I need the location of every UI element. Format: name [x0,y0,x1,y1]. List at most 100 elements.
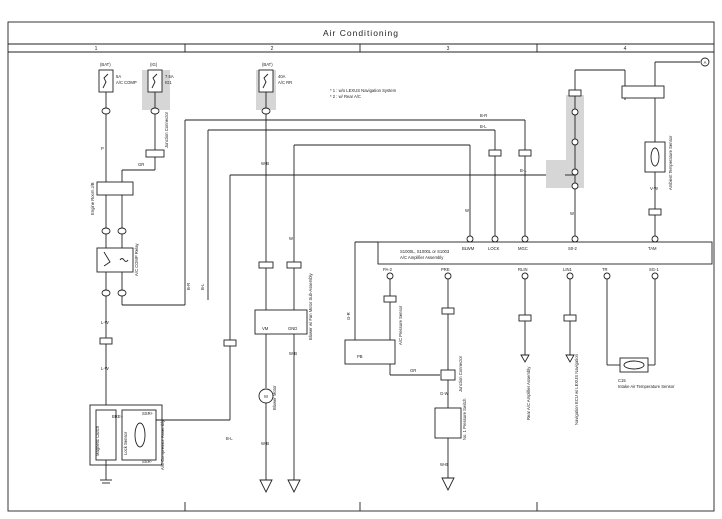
svg-text:SSR-: SSR- [142,459,153,464]
svg-text:A/C COMP: A/C COMP [116,80,137,85]
section-3-label: 3 [447,46,450,52]
svg-text:PA-2: PA-2 [383,267,393,272]
svg-text:V-W: V-W [650,186,658,191]
lock-sensor-coil [134,422,146,448]
svg-text:Rear A/C Amplifier Assembly: Rear A/C Amplifier Assembly [526,366,531,420]
svg-text:A/C Pressure Sensor: A/C Pressure Sensor [398,305,403,345]
ground-3 [441,477,455,492]
svg-text:5A: 5A [116,74,121,79]
svg-text:W-B: W-B [261,161,269,166]
engine-room-jb [96,181,134,196]
svg-text:Blower w/ Fan Motor Sub-Assemb: Blower w/ Fan Motor Sub-Assembly [308,273,313,340]
svg-text:Engine Room J/B: Engine Room J/B [90,182,95,215]
svg-text:B-L: B-L [520,168,527,173]
svg-text:Junction Connector: Junction Connector [458,355,463,392]
svg-text:SSR+: SSR+ [142,411,154,416]
svg-text:B-L: B-L [480,124,487,129]
svg-text:GR: GR [138,162,144,167]
ac-comp-relay [96,247,134,273]
svg-text:IG1: IG1 [165,80,172,85]
svg-text:A: A [704,60,707,65]
section-1-label: 1 [95,46,98,52]
note-1: * 1 : w/o LEXUS Navigation System [330,88,397,93]
svg-text:S1000L, S1000L or S1003: S1000L, S1000L or S1003 [400,249,450,254]
svg-text:Navigation ECU w/ LEXUS Naviga: Navigation ECU w/ LEXUS Navigation [574,353,579,425]
frame-border [7,21,715,512]
svg-text:VM: VM [262,326,269,331]
svg-text:BRE+: BRE+ [112,414,124,419]
svg-text:G-R: G-R [346,312,351,320]
fuse-ig1: (IG) 7.5A IG1 [142,62,174,115]
svg-text:TAM: TAM [648,246,657,251]
svg-text:BLWM: BLWM [462,246,475,251]
diagram-title: Air Conditioning [323,28,399,38]
svg-text:Blower Motor: Blower Motor [272,385,277,410]
svg-text:M: M [264,394,268,399]
fuse-ac-rr: (BAT) 40A A/C RR [256,62,292,115]
svg-text:GR: GR [410,368,416,373]
note-2: * 2 : w/ Rear A/C [330,94,361,99]
pin-rlin: RLIN Rear A/C Amplifier Assembly [518,267,532,420]
pin-s0-2: S0-2 W [546,69,625,251]
connector-ref-a [700,57,710,67]
svg-text:Junction Connector: Junction Connector [164,111,169,148]
pin-lin1: LIN1 Navigation ECU w/ LEXUS Navigation [563,267,579,425]
svg-text:C15: C15 [618,378,626,383]
ac-amplifier-assembly [377,241,713,265]
svg-text:B-R: B-R [186,283,191,290]
svg-text:Intake Air Temperature Sensor: Intake Air Temperature Sensor [618,384,675,389]
svg-text:(BAT): (BAT) [100,62,111,67]
svg-text:RLIN: RLIN [518,267,528,272]
svg-text:W-B: W-B [440,462,448,467]
svg-text:A/C RR: A/C RR [278,80,292,85]
svg-text:PB: PB [357,354,363,359]
svg-text:L-W: L-W [101,366,109,371]
svg-text:B-L: B-L [226,436,233,441]
pin-tam: A Ambient Temperature Sensor V-W TAM [621,57,710,251]
svg-text:7.5A: 7.5A [165,74,174,79]
svg-text:P: P [101,146,104,151]
ac-pressure-sensor [344,339,396,365]
svg-text:W: W [289,236,293,241]
pressure-switch [434,407,462,439]
fuse-ac-comp: (BAT) 5A A/C COMP [98,62,137,115]
svg-text:SG-1: SG-1 [649,267,659,272]
ground-1 [259,479,273,494]
svg-text:Lock Sensor: Lock Sensor [123,431,128,455]
section-2-label: 2 [271,46,274,52]
svg-text:LIN1: LIN1 [563,267,573,272]
svg-text:L-W: L-W [101,320,109,325]
svg-text:TR: TR [602,267,608,272]
svg-text:Ambient Temperature Sensor: Ambient Temperature Sensor [668,135,673,190]
pin-pre: PRE Junction Connector G-W No. 1 Pressur… [434,267,467,492]
svg-text:No. 1 Pressure Switch: No. 1 Pressure Switch [462,398,467,440]
svg-text:GND: GND [288,326,297,331]
svg-text:A/C Amplifier Assembly: A/C Amplifier Assembly [400,255,444,260]
pin-blwm: BLWM W [462,145,475,251]
pin-tr: TR [602,267,620,366]
svg-text:W-B: W-B [289,351,297,356]
svg-text:MGC: MGC [518,246,528,251]
svg-text:W: W [570,211,574,216]
svg-text:A/C Compressor Assembly: A/C Compressor Assembly [160,419,165,470]
svg-text:(IG): (IG) [150,62,158,67]
svg-text:S0-2: S0-2 [568,246,578,251]
svg-text:A/C COMP Relay: A/C COMP Relay [134,243,139,276]
svg-text:40A: 40A [278,74,286,79]
svg-text:W: W [465,208,469,213]
svg-text:LOCK: LOCK [488,246,500,251]
pin-lock: LOCK [488,130,502,251]
svg-text:PRE: PRE [441,267,450,272]
pin-mgc: MGC [518,120,532,251]
section-4-label: 4 [624,46,627,52]
ground-2 [287,479,301,494]
pin-sg-1: SG-1 [648,267,659,366]
svg-text:G-W: G-W [440,391,449,396]
blower-fan-motor [254,309,308,335]
svg-text:B-L: B-L [200,283,205,290]
svg-text:(BAT): (BAT) [262,62,273,67]
svg-text:W-B: W-B [261,441,269,446]
pin-pa-2: PA-2 PB A/C Pressure Sensor G-R GR [344,260,440,376]
